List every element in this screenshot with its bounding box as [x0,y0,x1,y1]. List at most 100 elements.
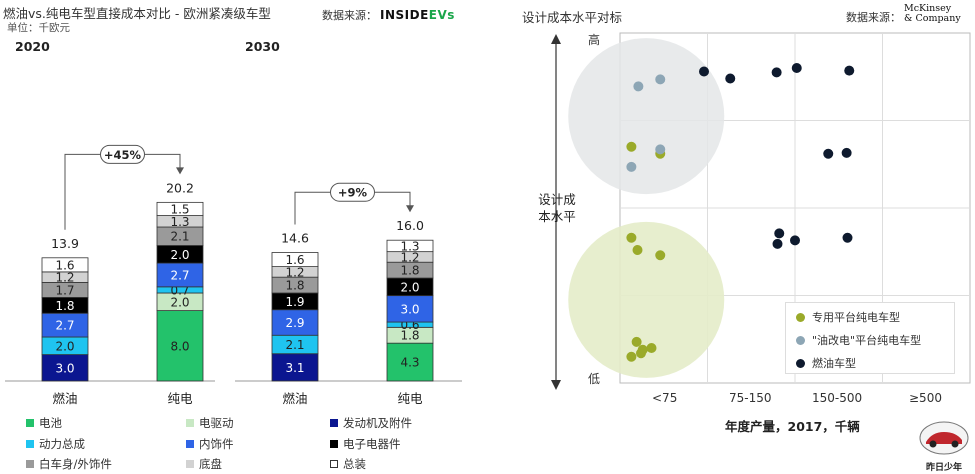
y-axis-arrow-down-icon [551,380,561,390]
right-source-label: 数据来源： [846,11,901,24]
insideevs-logo: INSIDEEVs [380,8,455,22]
watermark-logo: 昨日少年 [918,420,970,473]
scatter-point-black_dot-0 [699,66,709,77]
scatter-legend: 专用平台纯电车型 "油改电"平台纯电车型 燃油车型 [785,302,955,374]
bar-value-label-2030-0-electronics: 1.9 [285,295,304,309]
bar-value-label-2030-1-chassis: 1.2 [400,250,419,264]
bar-segment-2030-0-assembly [271,252,319,268]
bar-value-label-2030-0-assembly: 1.6 [285,253,304,267]
bar-value-label-2020-1-assembly: 1.5 [170,202,189,216]
bar-chart-svg: 3.02.02.71.81.71.21.613.9燃油8.02.00.72.72… [5,144,462,406]
mckinsey-logo: McKinsey & Company [904,4,961,24]
scatter-point-gray_dot-0 [626,161,637,172]
legend-label-ice: 燃油车型 [812,357,856,370]
bar-value-label-2020-1-electronics: 2.0 [170,248,189,262]
y-label-high: 高 [588,33,601,47]
bar-total-label-2020-0: 13.9 [51,236,79,251]
bar-value-label-2020-1-chassis: 1.3 [170,215,189,229]
year-2030-title: 2030 [245,39,280,54]
legend-dedicated-ev: 专用平台纯电车型 [796,309,900,325]
right-chart-title: 设计成本水平对标 [522,10,623,25]
bar-value-label-2030-1-electronics: 2.0 [400,280,419,294]
bar-value-label-2020-1-body: 2.1 [170,230,189,244]
cluster-low-area [568,221,725,378]
scatter-point-black_dot-4 [844,65,855,76]
scatter-point-black_dot-1 [725,73,736,84]
right-source: 数据来源： McKinsey & Company [846,3,961,25]
bar-value-label-2020-0-electronics: 1.8 [55,299,74,313]
bar-category-label-2030-0: 燃油 [282,391,307,406]
legend-label-dedicated-ev: 专用平台纯电车型 [812,311,900,324]
car-logo-icon [919,421,969,455]
scatter-point-green_dot-9 [626,141,637,152]
scatter-point-black_dot-8 [772,238,783,249]
bar-value-label-2020-0-engine: 3.0 [55,361,74,375]
scatter-point-black_dot-7 [774,228,785,239]
scatter-point-green_dot-2 [631,336,642,347]
bar-value-label-2030-0-powertrain: 2.1 [285,338,304,352]
scatter-point-green_dot-6 [655,250,666,261]
mckinsey-logo-line1: McKinsey [904,3,952,14]
scatter-point-black_dot-2 [771,67,782,78]
scatter-point-black_dot-10 [842,232,853,243]
bar-value-label-2020-0-powertrain: 2.0 [55,339,74,353]
bar-value-label-2030-0-body: 1.8 [285,279,304,293]
scatter-point-green_dot-5 [632,245,643,255]
bar-value-label-2020-0-body: 1.7 [55,283,74,297]
x-cat-4: ≥500 [909,391,942,405]
y-axis-arrow-up-icon [551,34,561,44]
bar-total-label-2020-1: 20.2 [166,180,194,195]
x-cat-1: <75 [652,391,678,405]
change-badge-2020 [100,144,145,164]
scatter-point-black_dot-9 [790,235,800,246]
bar-value-label-2030-1-edrive: 1.8 [400,329,419,343]
legend-dot-converted-ev [796,335,805,345]
scatter-point-black_dot-5 [823,148,834,159]
bar-segment-2020-0-assembly [41,257,89,273]
unit-label: 单位：千欧元 [7,22,70,34]
bar-segment-2030-0-engine [271,353,319,382]
change-arrow-icon-2030 [406,205,414,213]
bar-value-label-2020-0-assembly: 1.6 [55,258,74,272]
left-source: 数据来源： INSIDEEVs [322,7,455,23]
scatter-chart-svg [551,32,971,390]
legend-ice: 燃油车型 [796,355,856,371]
scatter-point-gray_dot-1 [655,144,666,155]
bar-value-label-2020-1-interior: 2.7 [170,268,189,282]
left-chart-title: 燃油vs.纯电车型直接成本对比 - 欧洲紧凑级车型 [3,6,271,21]
bar-segment-2020-1-battery [156,310,204,382]
change-badge-2030 [330,182,375,202]
bar-category-label-2030-1: 纯电 [397,391,423,406]
legend-dot-dedicated-ev [796,312,805,322]
scatter-point-black_dot-3 [791,63,802,73]
change-badge-text-2030: +9% [338,186,368,200]
scatter-point-green_dot-1 [637,344,648,355]
bar-value-label-2020-0-chassis: 1.2 [55,271,74,285]
cluster-high-area [568,38,725,195]
bar-value-label-2030-1-battery: 4.3 [400,356,419,370]
legend-label-converted-ev: "油改电"平台纯电车型 [812,334,922,347]
left-source-label: 数据来源： [322,9,377,22]
bar-value-label-2020-1-battery: 8.0 [170,339,189,353]
year-2020-title: 2020 [15,39,50,54]
scatter-point-green_dot-7 [626,232,637,243]
bar-total-label-2030-0: 14.6 [281,231,309,246]
bar-segment-2030-1-assembly [386,239,434,253]
scatter-point-gray_dot-2 [655,74,666,85]
x-cat-3: 150-500 [812,391,863,405]
watermark-text: 昨日少年 [925,463,962,473]
bar-value-label-2030-1-interior: 3.0 [400,302,419,316]
bar-value-label-2020-0-interior: 2.7 [55,319,74,333]
y-label-low: 低 [588,372,601,386]
scatter-point-green_dot-3 [646,343,657,353]
bar-value-label-2030-1-body: 1.8 [400,264,419,278]
legend-converted-ev: "油改电"平台纯电车型 [796,332,921,348]
bar-category-label-2020-0: 燃油 [52,391,77,406]
scatter-point-green_dot-4 [626,351,637,362]
y-axis-title: 设计成本水平 [538,192,576,224]
x-axis-title: 年度产量，2017，千辆 [725,419,860,434]
scatter-point-gray_dot-3 [633,81,644,92]
change-arrow-icon-2020 [176,167,184,175]
scatter-point-black_dot-6 [841,147,852,158]
change-badge-text-2020: +45% [104,148,142,162]
